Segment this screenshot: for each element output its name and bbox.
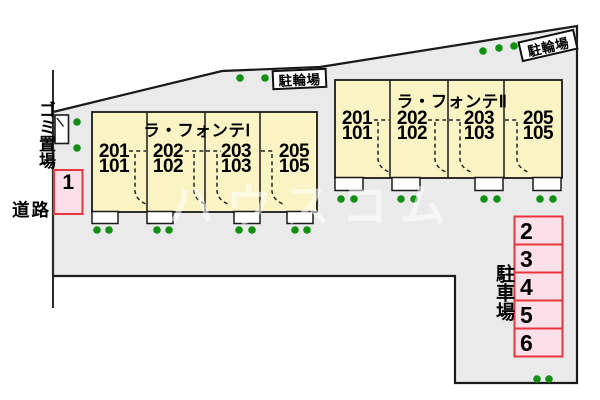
building-1-unit-dividers (146, 112, 261, 212)
parking-space-6-box (513, 327, 564, 358)
parking-space-2-number: 2 (520, 217, 533, 244)
building-1-entry-paths (129, 150, 284, 205)
parking-space-3-number: 3 (520, 245, 533, 272)
building-1-title: ラ・フォンテⅠ (143, 122, 251, 140)
bicycle-parking-label-1: 駐輪場 (271, 67, 328, 91)
garbage-station-box (54, 114, 70, 145)
parking-space-4-number: 4 (520, 273, 533, 300)
parking-space-5-box (513, 299, 564, 330)
parking-space-1-number: 1 (62, 171, 75, 194)
greenery-dots (73, 42, 557, 383)
building-2-entrance-porches (334, 176, 562, 192)
building-2-entry-paths (374, 119, 529, 173)
building-2-title: ラ・フォンテⅡ (396, 93, 508, 111)
parking-lot-label: 駐車場 (493, 264, 514, 321)
parking-space-boxes (513, 215, 564, 358)
building-2-structure (334, 79, 563, 192)
building-1-structure (91, 111, 318, 225)
building-2-unit-dividers (389, 80, 505, 178)
parking-space-6-number: 6 (520, 329, 533, 356)
building-1-entrance-porches (91, 210, 314, 225)
parking-space-5-number: 5 (520, 301, 533, 328)
road-label: 道路 (12, 200, 51, 220)
garbage-station-label: ゴミ置場 (36, 101, 55, 169)
parking-space-4-box (513, 271, 564, 302)
parking-space-2-box (513, 215, 564, 246)
parking-space-1-box (53, 169, 84, 215)
